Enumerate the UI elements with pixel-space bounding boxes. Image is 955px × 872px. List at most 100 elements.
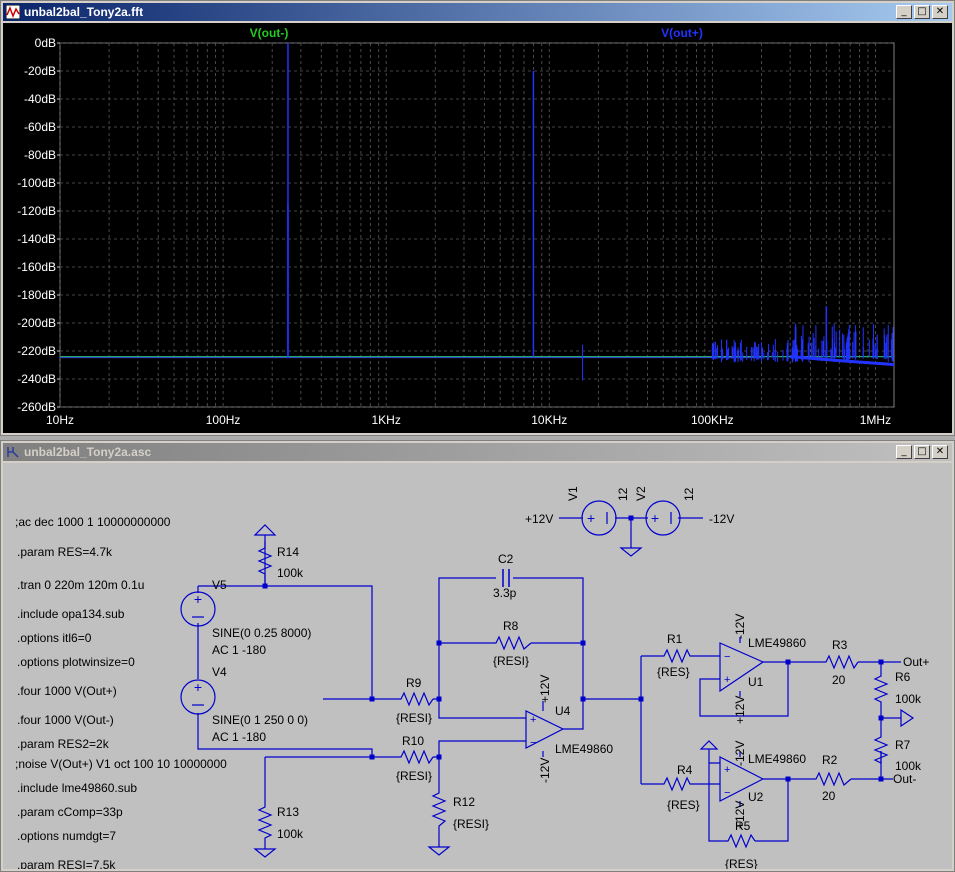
fft-titlebar[interactable]: unbal2bal_Tony2a.fft _ □ ✕ <box>3 3 952 21</box>
y-tick-label: 0dB <box>35 36 56 50</box>
source-v2 <box>645 500 681 536</box>
y-tick-label: -80dB <box>24 148 56 162</box>
value-r4: {RES} <box>667 798 700 812</box>
spice-directive[interactable]: .param RES2=2k <box>17 737 110 751</box>
junction-dot <box>785 659 791 665</box>
svg-text:+: + <box>651 510 659 526</box>
wires <box>197 517 901 849</box>
capacitor-c2[interactable] <box>502 569 510 587</box>
fft-chart[interactable]: 0dB-20dB-40dB-60dB-80dB-100dB-120dB-140d… <box>3 23 952 433</box>
part-u2: LME49860 <box>748 752 806 766</box>
fft-window: unbal2bal_Tony2a.fft _ □ ✕ 0dB-20dB-40dB… <box>0 0 955 436</box>
junctions <box>262 515 884 782</box>
y-tick-label: -200dB <box>17 316 56 330</box>
legend-out-minus[interactable]: V(out-) <box>250 26 289 40</box>
y-axis: 0dB-20dB-40dB-60dB-80dB-100dB-120dB-140d… <box>17 36 60 414</box>
part-u1: LME49860 <box>748 636 806 650</box>
close-button[interactable]: ✕ <box>932 445 948 459</box>
svg-text:−: − <box>724 651 730 663</box>
resistor-r3 <box>821 654 859 670</box>
spice-directive[interactable]: ;noise V(Out+) V1 oct 100 10 10000000 <box>15 757 227 771</box>
maximize-button[interactable]: □ <box>914 445 930 459</box>
label-r12: R12 <box>453 795 475 809</box>
junction-dot <box>369 696 375 702</box>
junction-dot <box>878 659 884 665</box>
svg-text:+: + <box>724 764 730 776</box>
spice-directive[interactable]: .tran 0 220m 120m 0.1u <box>17 578 144 592</box>
maximize-button[interactable]: □ <box>914 5 930 19</box>
fft-plot-area[interactable]: 0dB-20dB-40dB-60dB-80dB-100dB-120dB-140d… <box>3 23 952 433</box>
series-out-plus-tail <box>790 355 895 367</box>
resistor-r7 <box>873 733 889 764</box>
label-c2: C2 <box>498 552 514 566</box>
spice-directive[interactable]: .param cComp=33p <box>17 805 123 819</box>
svg-text:−: − <box>724 787 730 799</box>
y-tick-label: -220dB <box>17 344 56 358</box>
label-u4: U4 <box>555 704 571 718</box>
resistor-r5 <box>723 833 756 849</box>
svg-text:+: + <box>724 674 730 686</box>
component-labels: R14 100k V5 SINE(0 0.25 8000) AC 1 -180 … <box>212 486 929 869</box>
spice-directive[interactable]: .include lme49860.sub <box>17 781 137 795</box>
spice-directive[interactable]: .four 1000 V(Out+) <box>17 684 117 698</box>
value-r2: 20 <box>822 789 836 803</box>
x-tick-label: 1MHz <box>860 413 891 427</box>
supply-u4-neg: -12V <box>538 758 552 783</box>
junction-dot <box>580 640 586 646</box>
spice-directive[interactable]: .options numdgt=7 <box>17 829 116 843</box>
spice-directive[interactable]: ;ac dec 1000 1 10000000000 <box>15 515 171 529</box>
value-r3: 20 <box>832 673 846 687</box>
minimize-button[interactable]: _ <box>896 5 912 19</box>
y-tick-label: -160dB <box>17 260 56 274</box>
label-v4: V4 <box>212 665 227 679</box>
opamp-u4 <box>525 710 565 749</box>
label-v1: V1 <box>566 486 580 501</box>
y-tick-label: -40dB <box>24 92 56 106</box>
ground-symbol <box>699 740 719 763</box>
spice-directive[interactable]: .include opa134.sub <box>17 607 125 621</box>
spice-directive[interactable]: .options itl6=0 <box>17 631 92 645</box>
schematic-drawing[interactable]: ;ac dec 1000 1 10000000000 .param RES=4.7… <box>3 463 952 869</box>
schematic-canvas[interactable]: ;ac dec 1000 1 10000000000 .param RES=4.7… <box>3 463 952 869</box>
waveform-icon <box>6 5 20 19</box>
value-v1: 12 <box>616 487 630 501</box>
spice-directive[interactable]: .param RES=4.7k <box>17 545 113 559</box>
label-r9: R9 <box>406 676 422 690</box>
label-r3: R3 <box>832 638 848 652</box>
label-u1: U1 <box>748 675 764 689</box>
legend-out-plus[interactable]: V(out+) <box>661 26 703 40</box>
value-r6: 100k <box>895 692 922 706</box>
junction-dot <box>580 696 586 702</box>
value-v2: 12 <box>682 487 696 501</box>
resistor-r1 <box>659 648 693 664</box>
value-v5-ac: AC 1 -180 <box>212 643 266 657</box>
junction-dot <box>628 515 634 521</box>
opamps[interactable]: + − − + + − <box>525 642 765 802</box>
schematic-window: unbal2bal_Tony2a.asc _ □ ✕ ;ac dec 1000 … <box>0 440 955 872</box>
resistor-r4 <box>659 776 693 792</box>
resistor-r12 <box>431 787 447 833</box>
value-r7: 100k <box>895 759 922 773</box>
net-out-plus: Out+ <box>903 655 929 669</box>
spice-directives: ;ac dec 1000 1 10000000000 .param RES=4.7… <box>15 515 227 869</box>
fft-window-title: unbal2bal_Tony2a.fft <box>24 5 144 19</box>
v1-plus-label: +12V <box>525 512 553 526</box>
close-button[interactable]: ✕ <box>932 5 948 19</box>
voltage-sources[interactable]: + + + + <box>180 500 681 715</box>
y-tick-label: -100dB <box>17 176 56 190</box>
value-r1: {RES} <box>657 665 690 679</box>
x-tick-label: 100KHz <box>691 413 734 427</box>
spice-directive[interactable]: .options plotwinsize=0 <box>17 655 135 669</box>
y-tick-label: -120dB <box>17 204 56 218</box>
label-r2: R2 <box>822 753 838 767</box>
spice-directive[interactable]: .four 1000 V(Out-) <box>17 713 114 727</box>
y-tick-label: -140dB <box>17 232 56 246</box>
value-r13: 100k <box>277 827 304 841</box>
resistors[interactable] <box>257 541 889 849</box>
label-u2: U2 <box>748 790 764 804</box>
minimize-button[interactable]: _ <box>896 445 912 459</box>
value-v5-sine: SINE(0 0.25 8000) <box>212 626 311 640</box>
schematic-titlebar[interactable]: unbal2bal_Tony2a.asc _ □ ✕ <box>3 443 952 461</box>
spice-directive[interactable]: .param RESI=7.5k <box>17 858 116 869</box>
ground-symbol <box>253 524 277 541</box>
